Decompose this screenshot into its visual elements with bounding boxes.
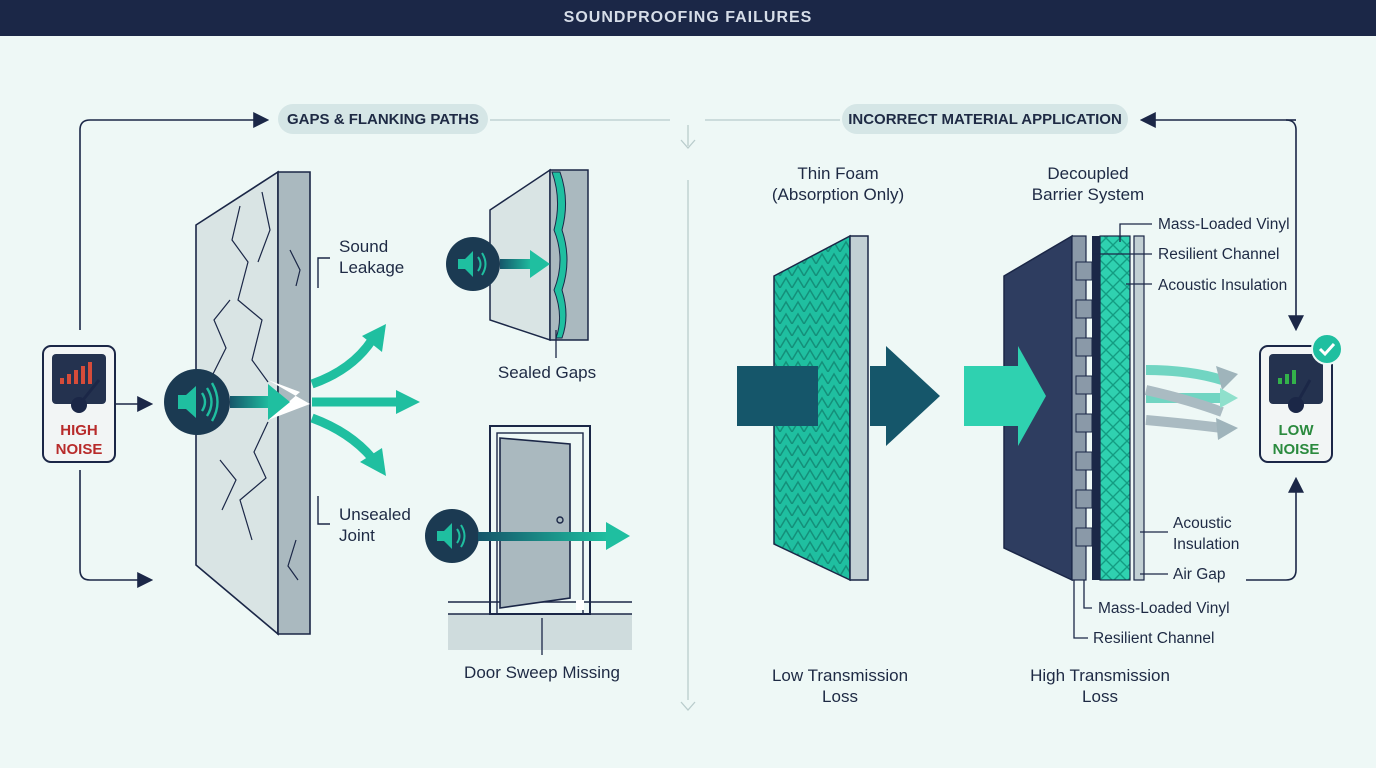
low-noise-line2: NOISE	[1272, 441, 1320, 458]
high-tl-line1: High Transmission	[1030, 666, 1170, 685]
mlv-top-label: Mass-Loaded Vinyl	[1158, 216, 1290, 233]
high-noise-label: HIGH NOISE	[44, 421, 114, 459]
unsealed-joint-line1: Unsealed	[339, 505, 411, 524]
section-pill-materials: INCORRECT MATERIAL APPLICATION	[842, 104, 1128, 134]
decoupled-line1: Decoupled	[1047, 164, 1129, 183]
door-illustration	[425, 425, 632, 655]
high-noise-line2: NOISE	[55, 441, 103, 458]
rc-top-label: Resilient Channel	[1158, 246, 1280, 263]
sound-leakage-line1: Sound	[339, 237, 389, 256]
unsealed-joint-label: Unsealed Joint	[339, 504, 411, 546]
high-tl-line2: Loss	[1082, 687, 1118, 706]
decoupled-line2: Barrier System	[1031, 185, 1145, 204]
rc-bottom-label: Resilient Channel	[1093, 630, 1215, 647]
thin-foam-line2: (Absorption Only)	[771, 185, 905, 204]
ai-bottom-label: Acoustic Insulation	[1173, 513, 1239, 555]
divider-lines	[490, 119, 840, 711]
low-noise-line1: LOW	[1278, 422, 1314, 439]
low-noise-label: LOW NOISE	[1261, 421, 1331, 459]
sound-leakage-line2: Leakage	[339, 258, 405, 277]
sealed-gaps-label: Sealed Gaps	[497, 363, 597, 382]
high-noise-meter	[42, 345, 116, 463]
low-noise-meter	[1259, 333, 1343, 463]
section-pill-gaps: GAPS & FLANKING PATHS	[278, 104, 488, 134]
thin-foam-label: Thin Foam (Absorption Only)	[772, 163, 904, 205]
ai-bottom-line1: Acoustic	[1173, 515, 1232, 532]
decoupled-label: Decoupled Barrier System	[1032, 163, 1144, 205]
sound-leakage-label: Sound Leakage	[339, 236, 404, 278]
high-noise-line1: HIGH	[60, 422, 98, 439]
leak-arrows	[310, 337, 398, 461]
high-tl-label: High Transmission Loss	[1030, 665, 1170, 707]
speaker-icon-wall	[164, 369, 290, 435]
unsealed-joint-line2: Joint	[339, 526, 375, 545]
thin-foam-panel	[737, 234, 940, 582]
low-tl-line1: Low Transmission	[771, 666, 909, 685]
sealed-gap-panel	[446, 168, 589, 358]
low-tl-line2: Loss	[822, 687, 858, 706]
mlv-bottom-label: Mass-Loaded Vinyl	[1098, 600, 1230, 617]
door-sweep-label: Door Sweep Missing	[464, 663, 620, 682]
thin-foam-line1: Thin Foam	[797, 164, 879, 183]
flow-lines	[79, 112, 1304, 588]
ai-bottom-line2: Insulation	[1173, 536, 1240, 553]
ai-top-label: Acoustic Insulation	[1158, 277, 1288, 294]
decoupled-barrier	[964, 223, 1238, 639]
air-gap-label: Air Gap	[1173, 566, 1226, 583]
low-tl-label: Low Transmission Loss	[772, 665, 908, 707]
page-title: SOUNDPROOFING FAILURES	[0, 0, 1376, 36]
